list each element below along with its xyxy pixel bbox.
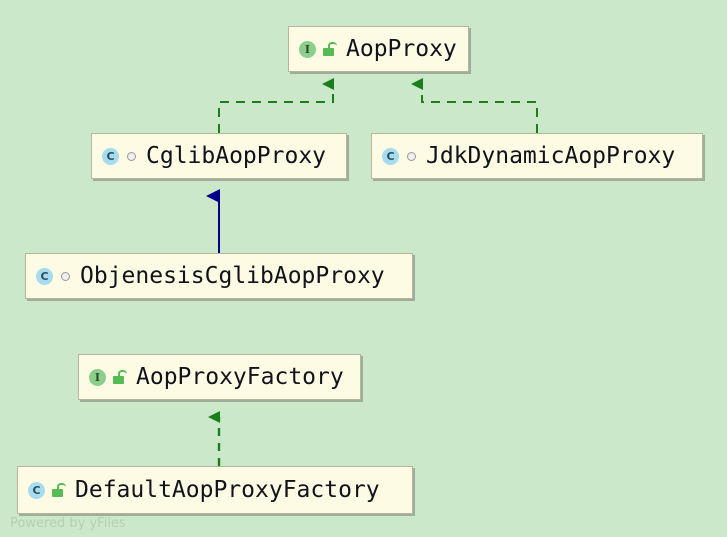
class-icon: C (102, 147, 119, 165)
node-label: JdkDynamicAopProxy (426, 142, 676, 169)
node-icons: C (28, 481, 66, 499)
package-dot-icon (407, 151, 416, 161)
class-node-default-aop-proxy-factory[interactable]: C DefaultAopProxyFactory (17, 466, 413, 514)
class-icon: C (36, 267, 53, 285)
interface-icon: I (299, 40, 316, 58)
class-icon: C (382, 147, 399, 165)
node-label: AopProxyFactory (136, 363, 344, 390)
edge-cglib-implements-aopproxy (218, 78, 334, 133)
class-node-cglib-aop-proxy[interactable]: C CglibAopProxy (91, 133, 347, 179)
class-node-aop-proxy-factory[interactable]: I AopProxyFactory (78, 354, 361, 400)
class-node-objenesis-cglib-aop-proxy[interactable]: C ObjenesisCglibAopProxy (25, 253, 413, 299)
class-icon: C (28, 481, 45, 499)
node-icons: C (102, 147, 136, 165)
lock-open-icon (113, 370, 127, 384)
node-icons: C (382, 147, 416, 165)
class-node-jdk-dynamic-aop-proxy[interactable]: C JdkDynamicAopProxy (371, 133, 703, 179)
node-label: CglibAopProxy (146, 142, 327, 169)
lock-open-icon (52, 483, 66, 497)
interface-icon: I (89, 368, 106, 386)
node-icons: I (299, 40, 337, 58)
node-label: AopProxy (346, 35, 457, 62)
lock-open-icon (323, 42, 337, 56)
node-icons: I (89, 368, 127, 386)
node-label: ObjenesisCglibAopProxy (80, 262, 385, 289)
node-label: DefaultAopProxyFactory (75, 476, 380, 503)
package-dot-icon (127, 151, 136, 161)
class-node-aop-proxy[interactable]: I AopProxy (288, 26, 469, 72)
node-icons: C (36, 267, 70, 285)
package-dot-icon (61, 271, 70, 281)
watermark: Powered by yFiles (10, 516, 126, 531)
edge-jdk-implements-aopproxy (411, 78, 538, 133)
